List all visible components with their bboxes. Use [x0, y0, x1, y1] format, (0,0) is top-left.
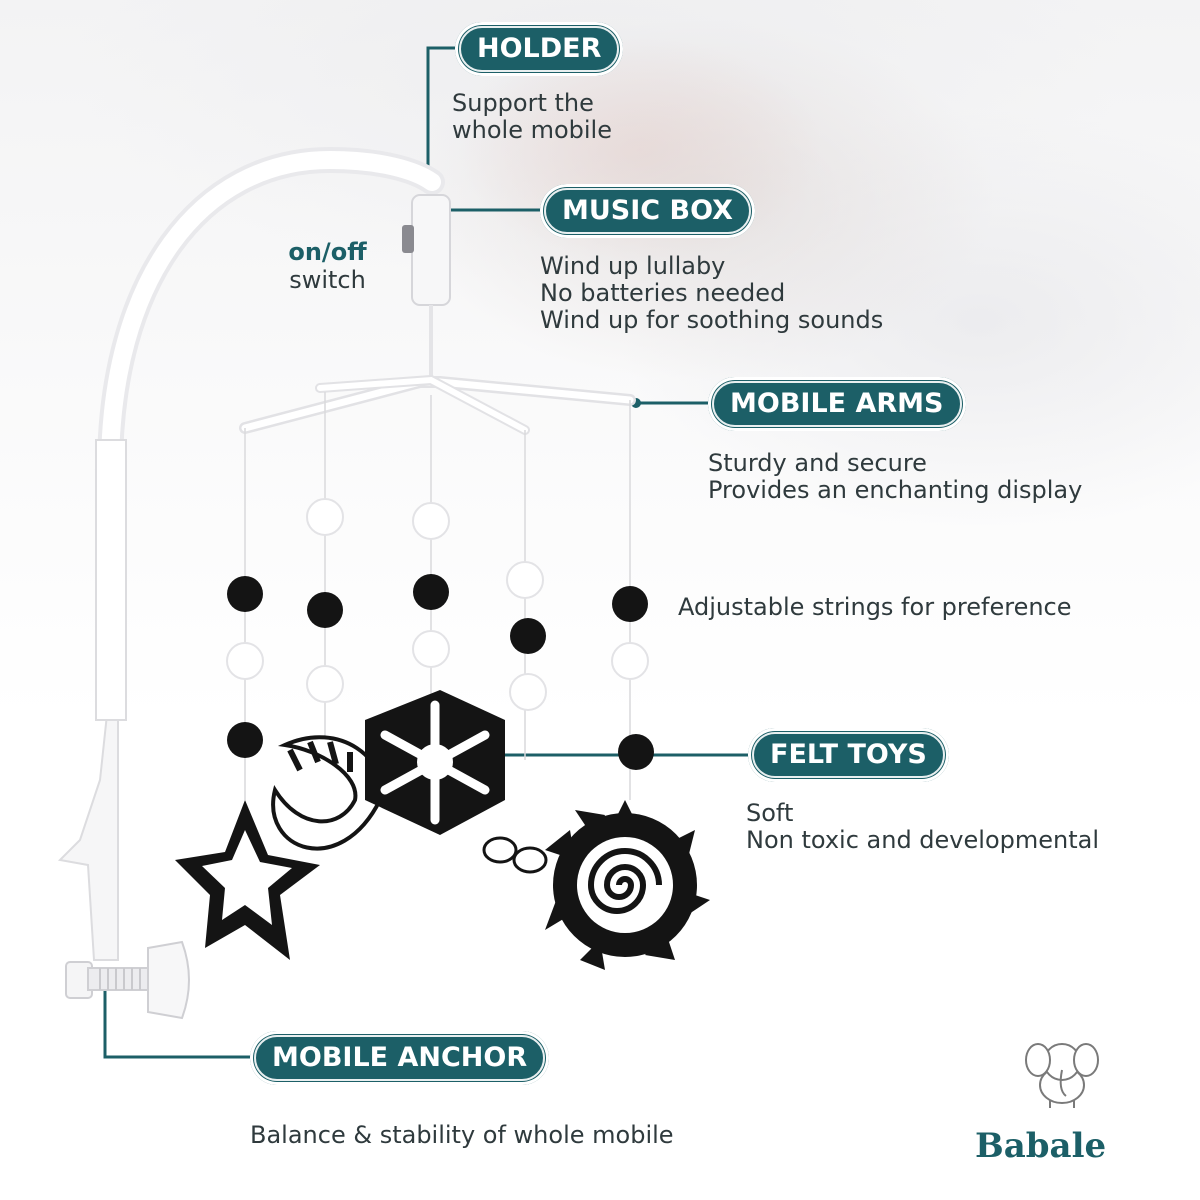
strings-description: Adjustable strings for preference: [678, 594, 1072, 621]
switch-line-2: switch: [289, 266, 366, 294]
mobile-arms-line-1: Sturdy and secure: [708, 449, 927, 477]
felt-toys-description: Soft Non toxic and developmental: [746, 800, 1099, 854]
mobile-anchor-badge: MOBILE ANCHOR: [250, 1031, 550, 1085]
music-box-title: MUSIC BOX: [562, 195, 733, 226]
mobile-arms-description: Sturdy and secure Provides an enchanting…: [708, 450, 1082, 504]
holder-line-1: Support the: [452, 89, 594, 117]
strings-text: Adjustable strings for preference: [678, 593, 1072, 621]
mobile-arms: [239, 374, 636, 435]
felt-toys-badge: FELT TOYS: [748, 728, 949, 782]
music-box-line-3: Wind up for soothing sounds: [540, 306, 884, 334]
felt-toys-title: FELT TOYS: [770, 739, 927, 770]
switch-line-1: on/off: [288, 238, 367, 266]
music-box-badge: MUSIC BOX: [540, 184, 755, 238]
felt-toys-line-1: Soft: [746, 799, 794, 827]
anchor-screw: [65, 940, 190, 1020]
holder-line-2: whole mobile: [452, 116, 612, 144]
holder-callout-line: [426, 46, 455, 182]
holder-description: Support the whole mobile: [452, 90, 612, 144]
elephant-icon: [1025, 1043, 1099, 1108]
music-box-line-1: Wind up lullaby: [540, 252, 726, 280]
holder-title: HOLDER: [477, 33, 602, 64]
holder-badge: HOLDER: [455, 22, 624, 76]
holder-arm: [57, 146, 445, 961]
felt-toys-line-2: Non toxic and developmental: [746, 826, 1100, 854]
mobile-arms-badge: MOBILE ARMS: [708, 377, 966, 431]
mobile-anchor-title: MOBILE ANCHOR: [272, 1042, 528, 1073]
music-box: [402, 194, 451, 380]
mobile-arms-line-2: Provides an enchanting display: [708, 476, 1083, 504]
music-box-description: Wind up lullaby No batteries needed Wind…: [540, 253, 883, 334]
mobile-arms-title: MOBILE ARMS: [730, 388, 944, 419]
felt-toys: [175, 690, 710, 970]
mobile-anchor-description: Balance & stability of whole mobile: [250, 1122, 674, 1149]
brand-name: Babale: [975, 1126, 1107, 1166]
switch-label: on/off switch: [270, 238, 385, 294]
mobile-anchor-line-1: Balance & stability of whole mobile: [250, 1121, 674, 1149]
music-box-line-2: No batteries needed: [540, 279, 786, 307]
anchor-callout-line: [103, 978, 250, 1059]
pom-poms: [226, 498, 654, 770]
